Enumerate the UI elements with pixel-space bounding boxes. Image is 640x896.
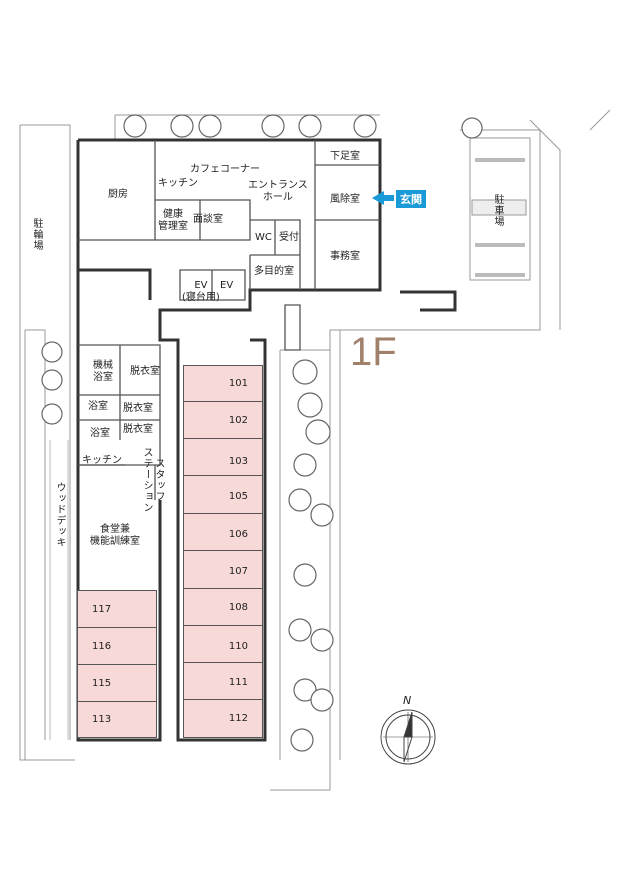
- label-bicycle-parking: 駐輪場: [31, 218, 42, 251]
- compass-north-label: N: [403, 694, 412, 707]
- entrance-badge: 玄関: [396, 190, 426, 208]
- label-ev-bed: EV (寝台用): [182, 280, 220, 303]
- unit-102[interactable]: 102: [183, 401, 263, 439]
- label-kitchen-2: キッチン: [82, 455, 122, 466]
- unit-107[interactable]: 107: [183, 550, 263, 589]
- label-interview-room: 面談室: [193, 214, 223, 225]
- label-dining: 食堂兼 機能訓練室: [90, 524, 140, 547]
- label-wc: WC: [255, 232, 272, 243]
- label-shoe-room: 下足室: [330, 151, 360, 162]
- unit-column-left: 117 116 115 113: [77, 590, 157, 738]
- label-bath-3: 浴室: [90, 428, 110, 439]
- floor-label: 1F: [350, 330, 397, 374]
- label-cafe-corner: カフェコーナー: [190, 164, 260, 175]
- label-dressing-2: 脱衣室: [123, 403, 153, 414]
- unit-110[interactable]: 110: [183, 625, 263, 663]
- unit-116[interactable]: 116: [77, 627, 157, 665]
- label-windbreak-room: 風除室: [330, 194, 360, 205]
- unit-112[interactable]: 112: [183, 699, 263, 738]
- label-multipurpose: 多目的室: [254, 266, 294, 277]
- label-entrance-hall: エントランス ホール: [248, 180, 308, 203]
- compass-rose-icon: [380, 709, 436, 765]
- label-office: 事務室: [330, 251, 360, 262]
- label-bath-2: 浴室: [88, 401, 108, 412]
- label-cafe-kitchen: キッチン: [158, 178, 198, 189]
- label-health-room: 健康 管理室: [158, 209, 188, 232]
- unit-115[interactable]: 115: [77, 664, 157, 702]
- label-staff-station: スタッフ ステーション: [141, 447, 164, 513]
- trees: [41, 114, 483, 752]
- label-parking: 駐車場: [492, 194, 503, 227]
- label-kitchen-main: 厨房: [108, 189, 128, 200]
- label-wood-deck: ウッドデッキ: [54, 482, 65, 548]
- unit-103[interactable]: 103: [183, 438, 263, 476]
- label-reception: 受付: [279, 232, 299, 243]
- unit-117[interactable]: 117: [77, 590, 157, 628]
- unit-113[interactable]: 113: [77, 701, 157, 738]
- label-ev: EV: [220, 280, 234, 291]
- unit-108[interactable]: 108: [183, 588, 263, 626]
- label-machine-bath: 機械 浴室: [93, 360, 113, 383]
- label-dressing-1: 脱衣室: [130, 366, 160, 377]
- unit-column-right: 101 102 103 105 106 107 108 110 111 112: [183, 365, 263, 738]
- unit-101[interactable]: 101: [183, 365, 263, 402]
- unit-111[interactable]: 111: [183, 662, 263, 700]
- label-dressing-3: 脱衣室: [123, 424, 153, 435]
- unit-106[interactable]: 106: [183, 513, 263, 551]
- parking-hatch: [471, 199, 527, 216]
- entrance-arrow-icon: [372, 191, 394, 205]
- unit-105[interactable]: 105: [183, 475, 263, 514]
